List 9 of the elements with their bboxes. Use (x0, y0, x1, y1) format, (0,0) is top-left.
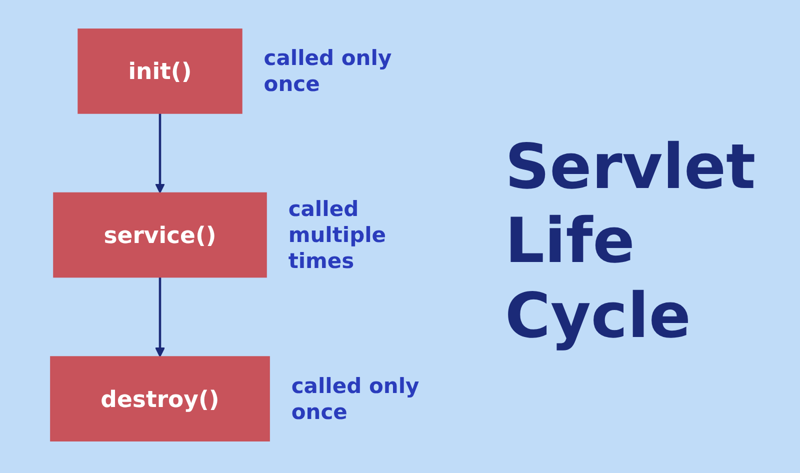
arrow (155, 113, 165, 194)
node-note: called only once (291, 372, 420, 426)
node-box: init() (78, 28, 242, 114)
node-box: service() (53, 192, 267, 278)
arrow (155, 277, 165, 358)
title: Servlet Life Cycle (505, 130, 757, 354)
node-note: called only once (264, 44, 393, 98)
node-box: destroy() (50, 356, 270, 442)
node-note: called multiple times (288, 196, 388, 274)
